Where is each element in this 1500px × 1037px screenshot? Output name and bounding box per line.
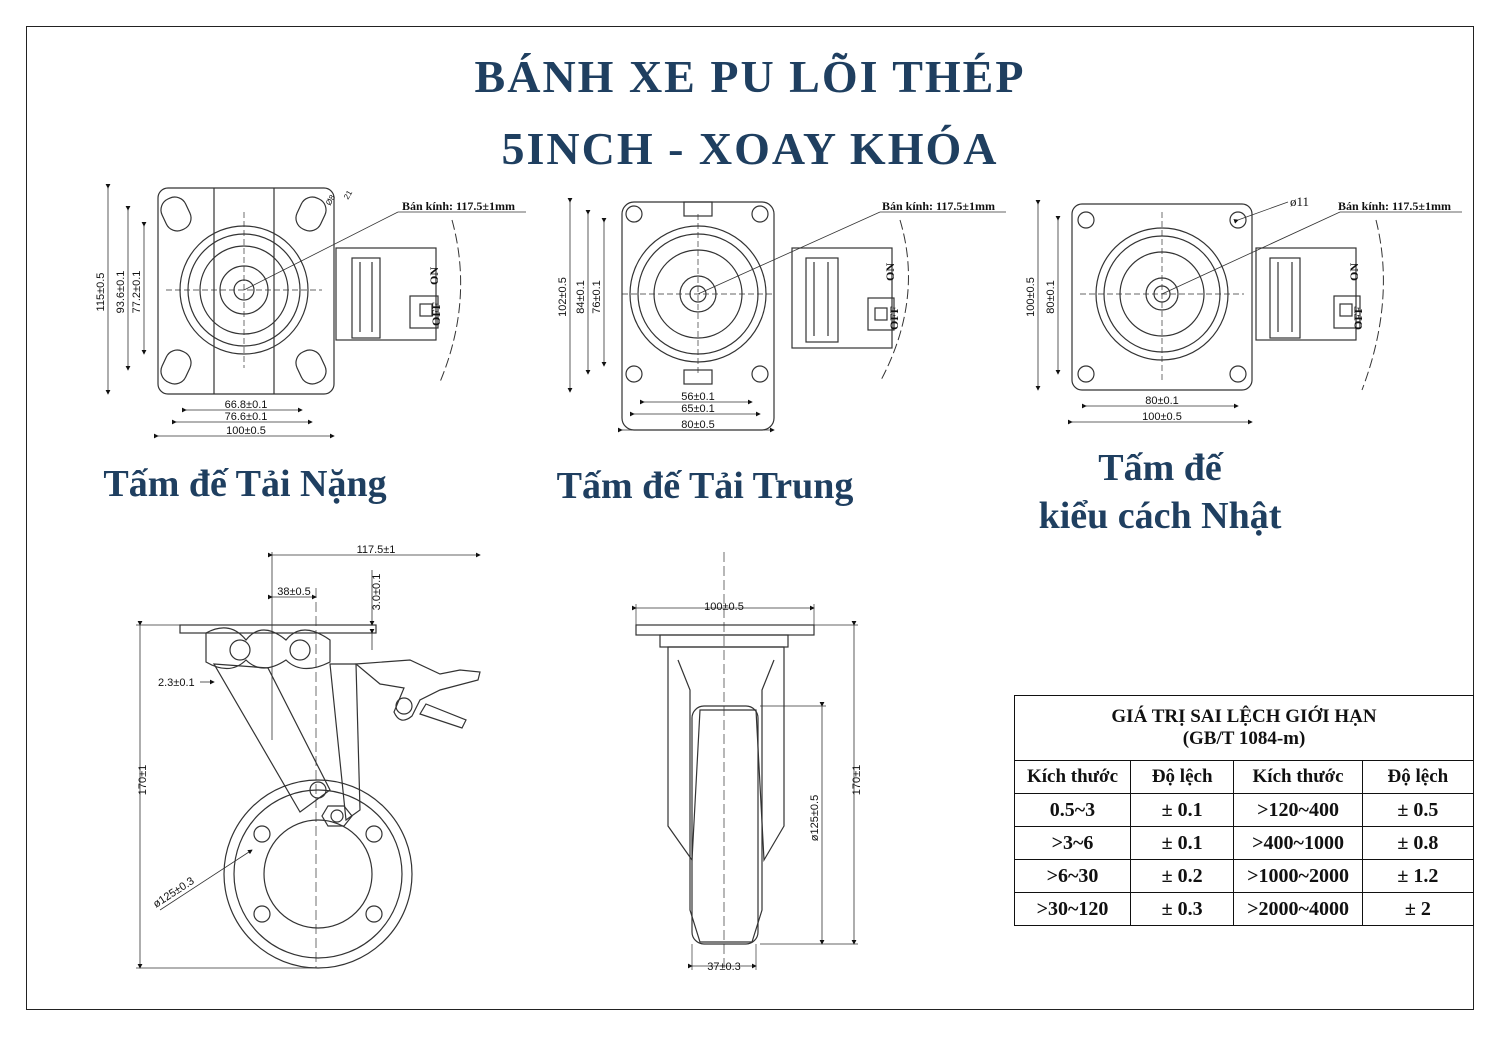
title-line-1: BÁNH XE PU LÕI THÉP	[474, 51, 1026, 102]
tolerance-table: GIÁ TRỊ SAI LỆCH GIỚI HẠN (GB/T 1084-m) …	[1014, 695, 1475, 926]
table-cell: ± 0.3	[1129, 892, 1235, 926]
col-header-size-2: Kích thước	[1233, 760, 1363, 794]
table-row: 0.5~3 ± 0.1 >120~400 ± 0.5	[1014, 793, 1475, 827]
table-cell: >3~6	[1014, 826, 1131, 860]
col-header-size-1: Kích thước	[1014, 760, 1131, 794]
table-cell: >30~120	[1014, 892, 1131, 926]
medium-w1: 56±0.1	[681, 391, 715, 403]
heavy-w1: 66.8±0.1	[225, 399, 268, 411]
table-cell: ± 1.2	[1361, 859, 1475, 893]
tolerance-table-title: GIÁ TRỊ SAI LỆCH GIỚI HẠN (GB/T 1084-m)	[1014, 695, 1474, 761]
heavy-h3: 77.2±0.1	[131, 271, 143, 314]
front-plate-width: 100±0.5	[704, 601, 744, 613]
medium-h2: 84±0.1	[575, 280, 587, 314]
side-plate-thickness: 3.0±0.1	[371, 574, 383, 611]
japan-plate-labels: 100±0.5 80±0.1 80±0.1 100±0.5 ø11 Bán kí…	[1025, 194, 1451, 423]
side-gap: 2.3±0.1	[158, 677, 195, 689]
medium-h3: 76±0.1	[591, 280, 603, 314]
table-cell: >1000~2000	[1233, 859, 1363, 893]
medium-h1: 102±0.5	[557, 277, 569, 317]
heavy-slot-b: 21	[342, 188, 355, 201]
heavy-slot-a: Ø8	[324, 193, 337, 207]
heavy-h2: 93.6±0.1	[115, 271, 127, 314]
caption-japan-plate-line2: kiểu cách Nhật	[1038, 495, 1282, 537]
front-height: 170±1	[851, 765, 863, 796]
side-wheel-diameter: ø125±0.3	[151, 875, 196, 910]
table-cell: >120~400	[1233, 793, 1363, 827]
table-cell: >6~30	[1014, 859, 1131, 893]
table-cell: >2000~4000	[1233, 892, 1363, 926]
tolerance-table-title-line2: (GB/T 1084-m)	[1182, 728, 1306, 749]
heavy-plate-labels: 115±0.5 93.6±0.1 77.2±0.1 66.8±0.1 76.6±…	[95, 188, 515, 437]
medium-off-label: OFF	[887, 306, 901, 330]
japan-w1: 80±0.1	[1145, 395, 1179, 407]
medium-plate-view	[567, 198, 1006, 433]
japan-hole-label: ø11	[1290, 194, 1309, 209]
tolerance-table-title-line1: GIÁ TRỊ SAI LỆCH GIỚI HẠN	[1111, 706, 1377, 727]
heavy-w3: 100±0.5	[226, 425, 266, 437]
table-cell: ± 2	[1361, 892, 1475, 926]
col-header-dev-1: Độ lệch	[1129, 760, 1235, 794]
japan-h1: 100±0.5	[1025, 277, 1037, 317]
table-cell: ± 0.1	[1129, 826, 1235, 860]
medium-w3: 80±0.5	[681, 419, 715, 431]
medium-radius-label: Bán kính: 117.5±1mm	[882, 199, 995, 213]
side-height: 170±1	[137, 765, 149, 796]
medium-w2: 65±0.1	[681, 403, 715, 415]
front-wheel-width: 37±0.3	[707, 961, 741, 973]
drawing-frame	[26, 26, 1474, 1010]
japan-h2: 80±0.1	[1045, 280, 1057, 314]
caption-heavy-plate: Tấm đế Tải Nặng	[103, 463, 387, 505]
japan-off-label: OFF	[1351, 306, 1365, 330]
table-cell: ± 0.5	[1361, 793, 1475, 827]
front-view	[632, 552, 858, 970]
table-row: >30~120 ± 0.3 >2000~4000 ± 2	[1014, 892, 1475, 926]
japan-w2: 100±0.5	[1142, 411, 1182, 423]
col-header-dev-2: Độ lệch	[1361, 760, 1475, 794]
japan-radius-label: Bán kính: 117.5±1mm	[1338, 199, 1451, 213]
side-view-labels: 117.5±1 38±0.5 3.0±0.1 2.3±0.1 170±1 ø12…	[137, 544, 395, 911]
medium-on-label: ON	[883, 263, 897, 281]
side-view	[136, 552, 481, 969]
heavy-off-label: OFF	[429, 302, 443, 326]
table-cell: ± 0.8	[1361, 826, 1475, 860]
japan-plate-view	[1035, 200, 1462, 425]
side-reach: 117.5±1	[357, 544, 396, 556]
caption-japan-plate-line1: Tấm đế	[1098, 447, 1222, 489]
table-cell: ± 0.2	[1129, 859, 1235, 893]
table-cell: >400~1000	[1233, 826, 1363, 860]
table-row: >6~30 ± 0.2 >1000~2000 ± 1.2	[1014, 859, 1475, 893]
heavy-h1: 115±0.5	[95, 273, 107, 312]
title-line-2: 5INCH - XOAY KHÓA	[501, 123, 999, 174]
table-row: >3~6 ± 0.1 >400~1000 ± 0.8	[1014, 826, 1475, 860]
caption-medium-plate: Tấm đế Tải Trung	[556, 465, 854, 507]
medium-plate-labels: 102±0.5 84±0.1 76±0.1 56±0.1 65±0.1 80±0…	[557, 199, 995, 431]
side-offset: 38±0.5	[277, 586, 311, 598]
heavy-w2: 76.6±0.1	[225, 411, 268, 423]
heavy-radius-label: Bán kính: 117.5±1mm	[402, 199, 515, 213]
front-wheel-diameter: ø125±0.5	[809, 795, 821, 841]
heavy-on-label: ON	[427, 267, 441, 285]
japan-on-label: ON	[1347, 263, 1361, 281]
heavy-plate-view	[105, 184, 526, 439]
table-cell: ± 0.1	[1129, 793, 1235, 827]
table-cell: 0.5~3	[1014, 793, 1131, 827]
front-view-labels: 100±0.5 ø125±0.5 170±1 37±0.3	[704, 601, 863, 973]
